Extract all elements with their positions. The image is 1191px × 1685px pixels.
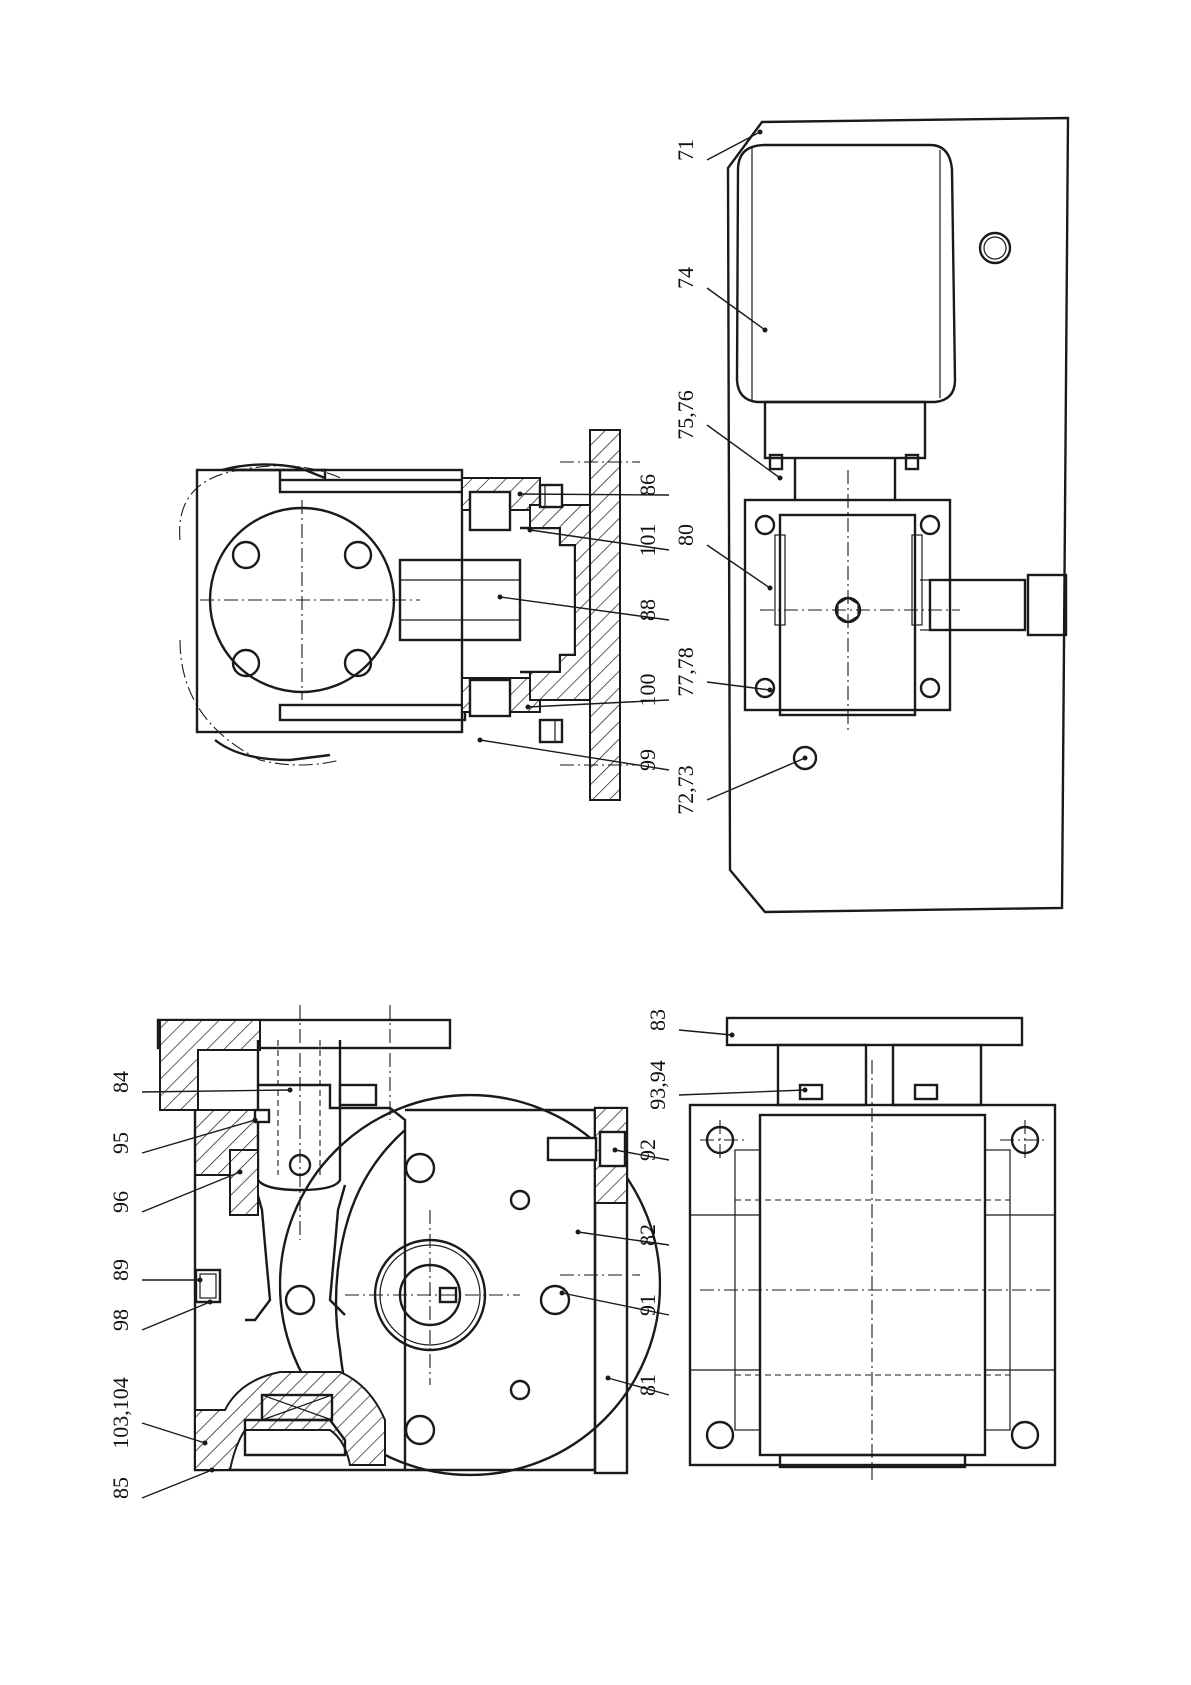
leader-dot <box>288 1088 293 1093</box>
callout-c81: 81 <box>606 1374 670 1396</box>
callout-text: 71 <box>673 139 698 161</box>
leader-dot <box>763 328 768 333</box>
leader-dot <box>560 1291 565 1296</box>
callout-c74: 74 <box>673 267 768 333</box>
callout-text: 98 <box>108 1309 133 1331</box>
leader-dot <box>198 1278 203 1283</box>
gearbox-end-view <box>180 430 640 800</box>
leader-dot <box>768 688 773 693</box>
leader-dot <box>730 1033 735 1038</box>
callout-text: 85 <box>108 1477 133 1499</box>
leader-dot <box>238 1170 243 1175</box>
leader-line <box>679 1090 805 1095</box>
callout-c83: 83 <box>645 1009 735 1038</box>
motor-base-plan-view <box>728 118 1068 912</box>
callout-c89: 89 <box>108 1259 203 1283</box>
leader-dot <box>498 595 503 600</box>
callout-text: 93,94 <box>645 1060 670 1110</box>
callout-c99: 99 <box>478 738 670 772</box>
leader-line <box>707 425 780 478</box>
leader-line <box>707 545 770 588</box>
callout-c85: 85 <box>108 1468 215 1500</box>
leader-dot <box>528 528 533 533</box>
callout-text: 96 <box>108 1191 133 1213</box>
callout-c98: 98 <box>108 1300 213 1332</box>
callout-text: 89 <box>108 1259 133 1281</box>
callout-c103_104: 103,104 <box>108 1377 208 1449</box>
leader-line <box>679 1030 732 1035</box>
leader-line <box>707 288 765 330</box>
leader-dot <box>208 1300 213 1305</box>
leader-dot <box>576 1230 581 1235</box>
leader-dot <box>478 738 483 743</box>
callout-c77_78: 77,78 <box>673 647 773 697</box>
leader-dot <box>526 705 531 710</box>
callout-text: 103,104 <box>108 1377 133 1449</box>
callout-text: 101 <box>635 524 660 557</box>
leader-line <box>142 1172 240 1212</box>
leader-dot <box>253 1118 258 1123</box>
leader-dot <box>803 756 808 761</box>
leader-line <box>707 682 770 690</box>
callout-text: 95 <box>108 1132 133 1154</box>
callout-c96: 96 <box>108 1170 243 1214</box>
callout-c71: 71 <box>673 130 763 162</box>
leader-dot <box>210 1468 215 1473</box>
gearbox-section-view <box>158 1005 660 1475</box>
leader-dot <box>518 492 523 497</box>
gearbox-plan-view <box>690 1018 1055 1480</box>
leader-dot <box>203 1441 208 1446</box>
callout-text: 80 <box>673 524 698 546</box>
callout-c91: 91 <box>560 1291 670 1317</box>
callout-c80: 80 <box>673 524 773 591</box>
callout-text: 81 <box>635 1374 660 1396</box>
callout-c82: 82 <box>576 1224 670 1246</box>
callout-text: 83 <box>645 1009 670 1031</box>
callout-c84: 84 <box>108 1071 293 1093</box>
callout-text: 72,73 <box>673 765 698 815</box>
callout-c93_94: 93,94 <box>645 1060 808 1110</box>
callout-text: 74 <box>673 267 698 289</box>
callout-c72_73: 72,73 <box>673 756 808 815</box>
callout-text: 100 <box>635 674 660 707</box>
leader-dot <box>803 1088 808 1093</box>
callout-text: 88 <box>635 599 660 621</box>
callout-text: 86 <box>635 474 660 496</box>
leader-line <box>142 1302 210 1330</box>
callout-text: 77,78 <box>673 647 698 697</box>
leader-dot <box>768 586 773 591</box>
callout-text: 91 <box>635 1294 660 1316</box>
leader-dot <box>778 476 783 481</box>
leader-line <box>142 1470 212 1498</box>
callout-text: 84 <box>108 1071 133 1093</box>
leader-dot <box>606 1376 611 1381</box>
leader-dot <box>758 130 763 135</box>
callout-text: 75,76 <box>673 390 698 440</box>
leader-dot <box>613 1148 618 1153</box>
leader-line <box>707 758 805 800</box>
callout-text: 82 <box>635 1224 660 1246</box>
callout-text: 99 <box>635 749 660 771</box>
callout-text: 92 <box>635 1139 660 1161</box>
